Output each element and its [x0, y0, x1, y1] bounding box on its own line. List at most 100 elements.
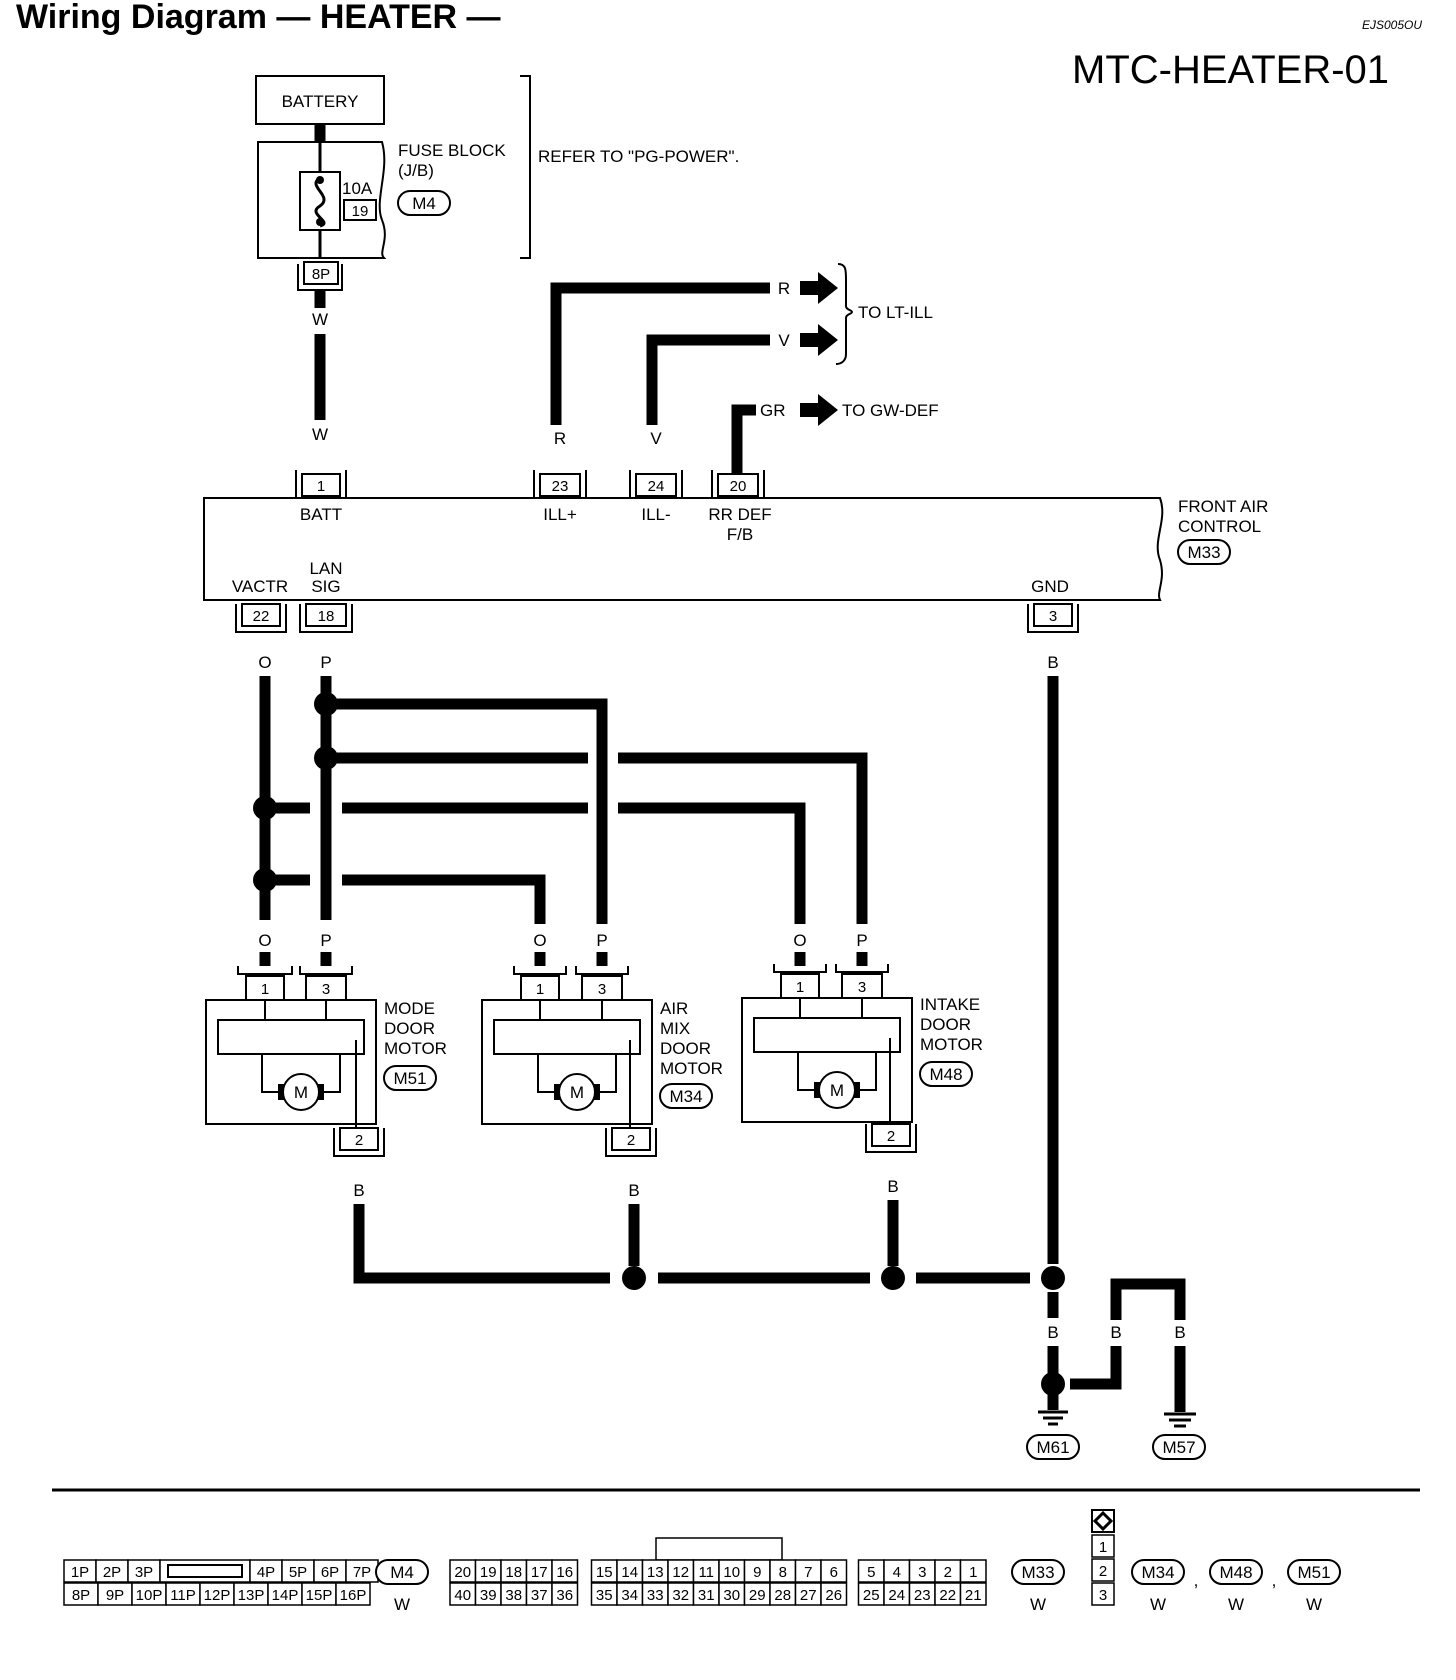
pin-5: 5	[867, 1564, 875, 1581]
connector-m4-color: W	[394, 1595, 410, 1614]
svg-text:M: M	[294, 1083, 308, 1102]
terminal-23: 23	[533, 470, 587, 499]
fuse-block-sub: (J/B)	[398, 161, 434, 180]
battery-label: BATTERY	[282, 92, 359, 111]
fuse-terminal-8p: 8P	[297, 261, 343, 291]
front-air-control-connector-tag: M33	[1177, 539, 1231, 565]
wire-b-airmix: B	[628, 1181, 639, 1200]
label-lan: LAN	[309, 559, 342, 578]
air-mix-label-2: MIX	[660, 1019, 690, 1038]
svg-text:M4: M4	[390, 1563, 414, 1582]
pin-23: 23	[914, 1587, 931, 1604]
page-code: MTC-HEATER-01	[1072, 48, 1390, 92]
pin-17: 17	[531, 1564, 548, 1581]
air-mix-terminal-2: 2	[605, 1127, 657, 1157]
svg-text:,: ,	[1272, 1571, 1277, 1590]
pin-2: 2	[1099, 1563, 1107, 1580]
svg-text:3: 3	[858, 979, 866, 996]
pin-11: 11	[698, 1564, 714, 1581]
svg-text:8P: 8P	[312, 266, 330, 283]
svg-text:M57: M57	[1162, 1438, 1195, 1457]
pin-16P: 16P	[340, 1587, 367, 1604]
pin-10P: 10P	[136, 1587, 163, 1604]
svg-text:3: 3	[322, 981, 330, 998]
arrow-r	[800, 272, 838, 304]
svg-text:3: 3	[598, 981, 606, 998]
pin-13: 13	[647, 1564, 664, 1581]
svg-text:2: 2	[887, 1128, 895, 1145]
fuse-number: 19	[352, 203, 369, 220]
pin-13P: 13P	[238, 1587, 265, 1604]
svg-text:1: 1	[796, 979, 804, 996]
ground-symbol-m57	[1164, 1412, 1196, 1428]
pin-25: 25	[863, 1587, 880, 1604]
pin-27: 27	[800, 1587, 817, 1604]
wire-r-top: R	[778, 279, 790, 298]
refer-note: REFER TO "PG-POWER".	[538, 147, 739, 166]
splice-p-2	[314, 746, 338, 770]
pin-29: 29	[749, 1587, 766, 1604]
pin-4: 4	[893, 1564, 901, 1581]
pin-8: 8	[779, 1564, 787, 1581]
ground-symbol-m61	[1038, 1410, 1068, 1426]
pin-4P: 4P	[257, 1564, 275, 1581]
pin-38: 38	[505, 1587, 522, 1604]
pin-19: 19	[480, 1564, 497, 1581]
intake-label-3: MOTOR	[920, 1035, 983, 1054]
svg-text:24: 24	[648, 478, 665, 495]
wire-b-ground-1: B	[1047, 1323, 1058, 1342]
pin-5P: 5P	[289, 1564, 307, 1581]
pin-9: 9	[753, 1564, 761, 1581]
mode-door-terminal-2: 2	[333, 1127, 385, 1157]
battery: BATTERY	[255, 75, 385, 125]
pin-16: 16	[556, 1564, 573, 1581]
document-code: EJS005OU	[1362, 18, 1423, 32]
pin-28: 28	[774, 1587, 791, 1604]
splice-o-1	[253, 796, 277, 820]
splice-b-3	[1041, 1266, 1065, 1290]
wire-p-mode: P	[320, 931, 331, 950]
pin-3P: 3P	[135, 1564, 153, 1581]
svg-text:M33: M33	[1187, 543, 1220, 562]
pin-18: 18	[505, 1564, 522, 1581]
front-air-control: BATT ILL+ ILL- RR DEF F/B VACTR LAN SIG …	[203, 497, 1164, 601]
splice-b-4	[1041, 1372, 1065, 1396]
pin-37: 37	[531, 1587, 548, 1604]
wire-o-vactr: O	[258, 653, 271, 672]
pin-22: 22	[939, 1587, 956, 1604]
intake-connector-tag: M48	[919, 1061, 973, 1087]
wire-o-airmix: O	[533, 931, 546, 950]
svg-text:1: 1	[536, 981, 544, 998]
svg-text:22: 22	[253, 608, 270, 625]
svg-text:,: ,	[1194, 1571, 1199, 1590]
front-air-control-name-1: FRONT AIR	[1178, 497, 1268, 516]
svg-text:M: M	[830, 1081, 844, 1100]
connector-view-motor: 123	[1091, 1509, 1115, 1606]
wire-b-ground-2: B	[1110, 1323, 1121, 1342]
pin-26: 26	[825, 1587, 842, 1604]
pin-12: 12	[672, 1564, 689, 1581]
pin-3: 3	[918, 1564, 926, 1581]
wire-w-top: W	[312, 310, 328, 329]
mode-door-label-2: DOOR	[384, 1019, 435, 1038]
wire-o-mode: O	[258, 931, 271, 950]
pin-11P: 11P	[170, 1587, 196, 1604]
pin-3: 3	[1099, 1587, 1107, 1604]
pin-14P: 14P	[272, 1587, 299, 1604]
motor-connector-tags: M34 W , M48 W , M51 W	[1131, 1559, 1341, 1614]
svg-text:W: W	[1228, 1595, 1244, 1614]
pin-14: 14	[621, 1564, 638, 1581]
air-mix-connector-tag: M34	[659, 1083, 713, 1109]
pin-8P: 8P	[72, 1587, 90, 1604]
pin-33: 33	[647, 1587, 664, 1604]
ground-tag-m57: M57	[1152, 1434, 1206, 1460]
wire-o-intake: O	[793, 931, 806, 950]
wire-gr: GR	[760, 401, 786, 420]
pin-15P: 15P	[306, 1587, 333, 1604]
fuse-rating: 10A	[342, 179, 373, 198]
label-batt: BATT	[300, 505, 342, 524]
connector-m4-tag: M4 W	[375, 1559, 429, 1614]
mode-door-motor: 1 3 M	[205, 966, 377, 1130]
wire-b-intake: B	[887, 1177, 898, 1196]
